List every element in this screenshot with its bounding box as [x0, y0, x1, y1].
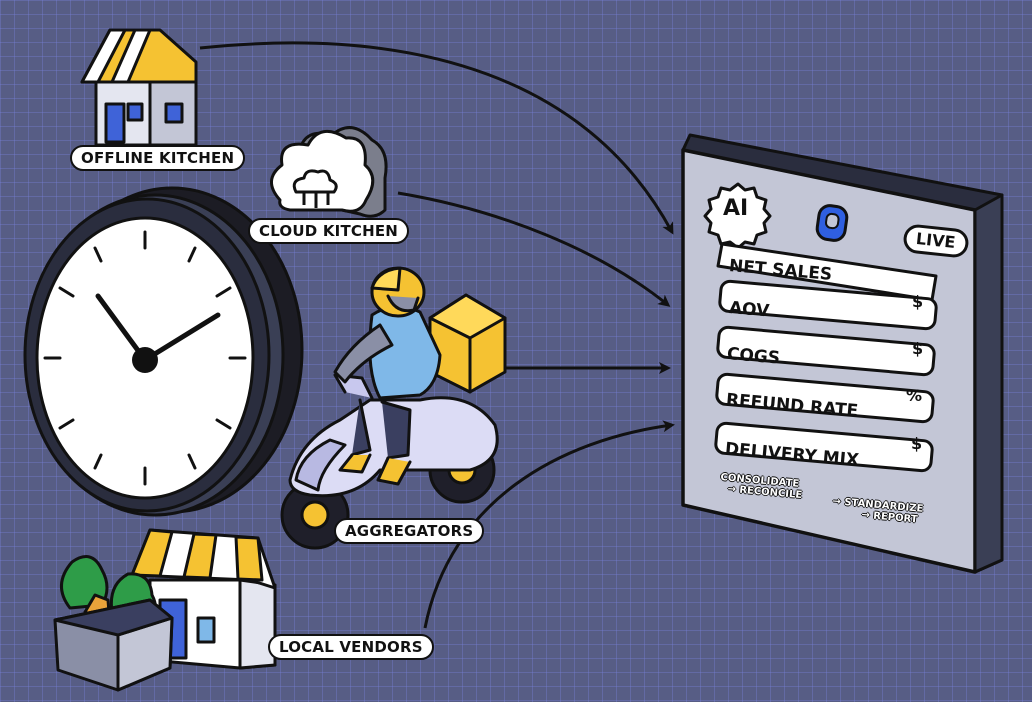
metric-net-sales: NET SALES	[728, 256, 833, 285]
label-local-vendors: LOCAL VENDORS	[268, 634, 434, 660]
metric-delivery-mix: DELIVERY MIX	[724, 439, 860, 471]
dashboard-board	[681, 133, 1004, 574]
metric-refund-rate: REFUND RATE	[725, 390, 859, 422]
metric-refund-rate-symbol: %	[906, 386, 923, 405]
metric-cogs-symbol: $	[912, 339, 924, 358]
clock-icon	[23, 186, 304, 517]
metric-delivery-mix-symbol: $	[911, 434, 923, 453]
scooter-rider-icon	[280, 266, 507, 550]
workflow-steps-2: → STANDARDIZE → REPORT	[831, 496, 924, 526]
dashboard-panel: AI LIVE NET SALES AOV $ COGS $ REFUND RA…	[683, 132, 1003, 572]
store-icon	[80, 28, 198, 147]
workflow-steps: CONSOLIDATE → RECONCILE	[719, 472, 803, 501]
metric-aov-symbol: $	[912, 292, 924, 311]
arrow-offline-kitchen	[199, 41, 674, 235]
label-aggregators: AGGREGATORS	[334, 518, 485, 544]
ai-badge: AI	[723, 196, 749, 221]
label-cloud-kitchen: CLOUD KITCHEN	[248, 218, 410, 244]
arrow-cloud-kitchen	[397, 191, 671, 307]
arrow-local-vendors	[423, 420, 675, 629]
vendor-shop-icon	[130, 528, 277, 670]
live-badge: LIVE	[915, 228, 957, 253]
label-offline-kitchen: OFFLINE KITCHEN	[70, 145, 246, 171]
vegetable-crate-icon	[53, 555, 174, 692]
cloud-kitchen-icon	[270, 126, 388, 218]
metric-aov: AOV	[728, 298, 771, 322]
flow-arrows	[199, 41, 675, 629]
metric-cogs: COGS	[726, 344, 781, 369]
